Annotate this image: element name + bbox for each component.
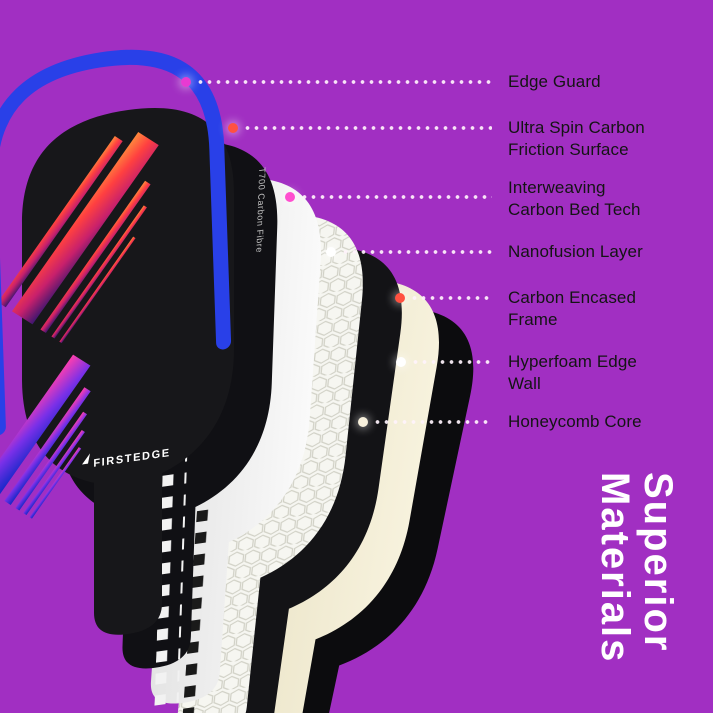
callout-dot: [285, 192, 295, 202]
callout-leader-line: [300, 195, 492, 199]
callout-label: Interweaving Carbon Bed Tech: [508, 177, 641, 221]
callout-label-line: Frame: [508, 310, 558, 329]
callout-label-line: Carbon Encased: [508, 288, 637, 307]
perforation-strip-light: [154, 422, 189, 706]
callout-label: Carbon Encased Frame: [508, 287, 636, 331]
callout-label-line: Honeycomb Core: [508, 412, 642, 431]
streak: [51, 205, 147, 339]
callout-label: Edge Guard: [508, 71, 601, 93]
streak: [23, 429, 85, 516]
section-title-line: Superior: [636, 472, 680, 653]
edge-spec-text: T700 Carbon Fibre: [254, 167, 267, 254]
callout-label-line: Wall: [508, 374, 541, 393]
callout-leader-line: [411, 360, 492, 364]
callout-leader-line: [196, 80, 492, 84]
callout-label: Hyperfoam Edge Wall: [508, 351, 637, 395]
callout-dot: [326, 247, 336, 257]
callout-leader-line: [373, 420, 492, 424]
callout-dot: [396, 357, 406, 367]
brand-logo-icon: [82, 453, 90, 465]
edge-guard-outline: [0, 49, 232, 436]
callout-leader-line: [341, 250, 492, 254]
streak: [29, 447, 82, 519]
paddle-layer-face: FIRSTEDGE: [0, 107, 234, 635]
callout-label: Nanofusion Layer: [508, 241, 643, 263]
callout-label-line: Friction Surface: [508, 140, 629, 159]
streak: [4, 387, 91, 505]
section-title-vertical: Superior Materials: [592, 472, 680, 664]
callout-label-line: Edge Guard: [508, 72, 601, 91]
streak: [15, 411, 88, 511]
edge-guard-stroke: [0, 49, 232, 436]
callout-dot: [358, 417, 368, 427]
callout-dot: [228, 123, 238, 133]
callout-label-line: Hyperfoam Edge: [508, 352, 637, 371]
face-graphic-upper-streaks: [0, 132, 159, 344]
callout-label-line: Ultra Spin Carbon: [508, 118, 645, 137]
streak: [0, 136, 123, 308]
streak: [40, 180, 151, 333]
callout-dot: [181, 77, 191, 87]
callout-leader-line: [243, 126, 492, 130]
perforation-strip-dark: [169, 459, 215, 713]
streak: [12, 132, 159, 325]
callout-label: Honeycomb Core: [508, 411, 642, 433]
callout-dot: [395, 293, 405, 303]
section-title-line: Materials: [592, 472, 637, 664]
face-graphic-lower-streaks: [0, 354, 91, 519]
callout-label-line: Carbon Bed Tech: [508, 200, 641, 219]
callout-label: Ultra Spin Carbon Friction Surface: [508, 117, 645, 161]
callout-label-line: Interweaving: [508, 178, 606, 197]
streak: [0, 354, 91, 497]
streak: [59, 236, 136, 344]
callout-leader-line: [410, 296, 492, 300]
callout-label-line: Nanofusion Layer: [508, 242, 643, 261]
